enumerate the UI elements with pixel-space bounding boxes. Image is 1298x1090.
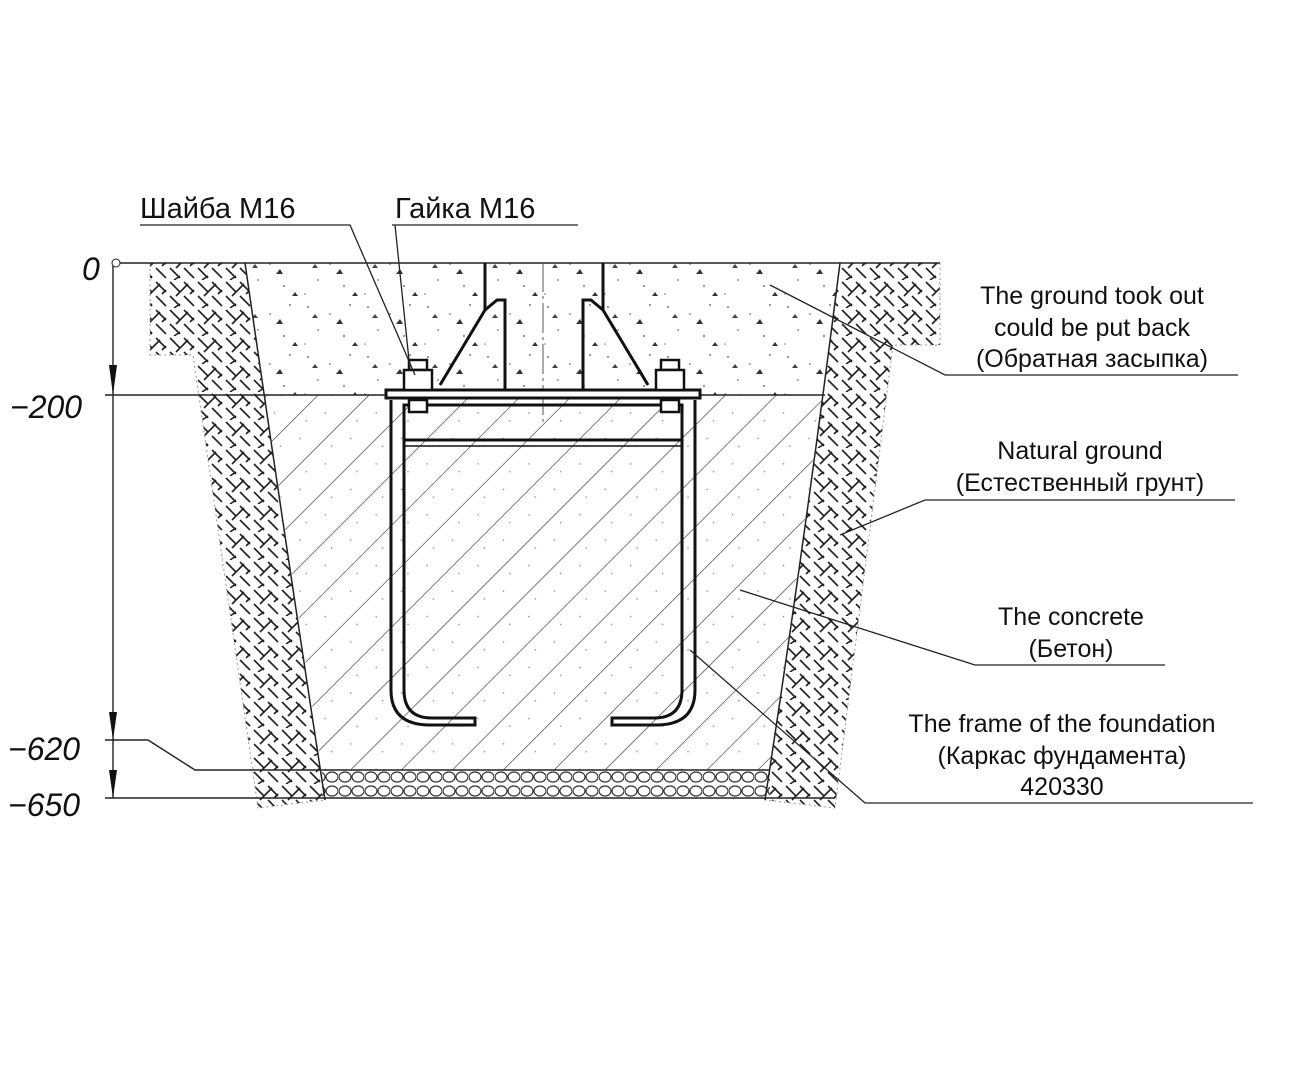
level-620: −620 xyxy=(8,731,80,767)
svg-text:(Естественный грунт): (Естественный грунт) xyxy=(956,469,1204,497)
dimension-arrows xyxy=(109,365,117,798)
level-0: 0 xyxy=(82,251,100,287)
svg-text:The ground took out: The ground took out xyxy=(980,282,1204,310)
svg-text:(Обратная засыпка): (Обратная засыпка) xyxy=(976,345,1208,373)
svg-text:Natural ground: Natural ground xyxy=(997,437,1162,465)
datum-marker xyxy=(111,258,121,268)
natural-ground-callout: Natural ground (Естественный грунт) xyxy=(956,437,1204,497)
natural-ground-left xyxy=(149,262,326,809)
concrete-region xyxy=(265,395,822,770)
foundation-frame xyxy=(384,263,702,727)
backfill-callout: The ground took out could be put back (О… xyxy=(976,282,1208,373)
frame-callout: The frame of the foundation (Каркас фунд… xyxy=(908,710,1215,801)
svg-text:(Бетон): (Бетон) xyxy=(1028,635,1113,663)
svg-text:420330: 420330 xyxy=(1020,773,1103,801)
level-lines xyxy=(105,262,940,799)
concrete-callout: The concrete (Бетон) xyxy=(998,603,1144,663)
gravel-bed xyxy=(322,770,770,798)
nut-label: Гайка М16 xyxy=(395,193,535,225)
washer-label: Шайба М16 xyxy=(140,193,295,225)
svg-text:The frame of the foundation: The frame of the foundation xyxy=(908,710,1215,738)
svg-text:(Каркас фундамента): (Каркас фундамента) xyxy=(938,742,1187,770)
leader-lines xyxy=(140,224,1253,804)
level-200: −200 xyxy=(10,389,82,425)
level-650: −650 xyxy=(8,787,80,823)
svg-text:The concrete: The concrete xyxy=(998,603,1144,631)
svg-text:could be put back: could be put back xyxy=(994,314,1190,342)
